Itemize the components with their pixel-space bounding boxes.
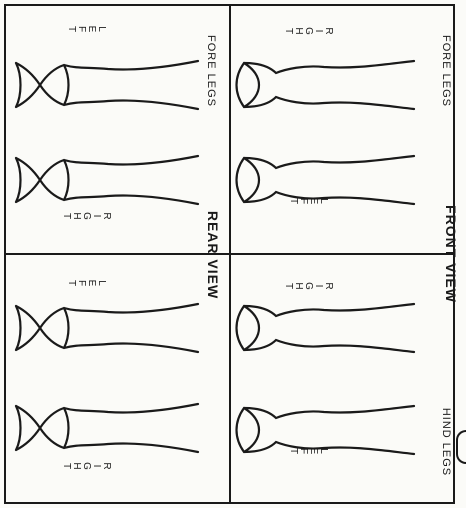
rear-hind-left-leg <box>8 298 203 358</box>
binding-mark <box>456 430 466 464</box>
rear-view-title: REAR VIEW <box>203 205 221 305</box>
front-fore-left-leg <box>234 150 424 210</box>
fore-legs-label-front: FORE LEGS <box>438 31 452 111</box>
fore-legs-label-rear: FORE LEGS <box>203 31 217 111</box>
rear-fore-right-leg <box>8 150 203 210</box>
hind-legs-label-front: HIND LEGS <box>438 402 452 482</box>
front-hind-right-leg <box>234 298 424 358</box>
center-horizontal-divider <box>4 253 455 255</box>
rear-hind-right-leg <box>8 398 203 458</box>
front-fore-right-leg <box>234 55 424 115</box>
front-view-title: FRONT VIEW <box>441 199 459 309</box>
rear-fore-left-leg <box>8 55 203 115</box>
front-hind-left-leg <box>234 400 424 460</box>
